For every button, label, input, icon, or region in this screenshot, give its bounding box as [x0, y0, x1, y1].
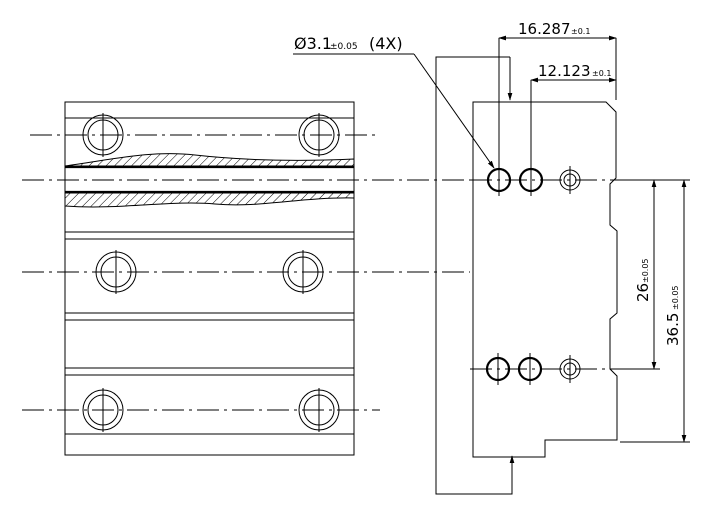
- callout-leader: [413, 53, 495, 169]
- hole-mid-right: [282, 250, 324, 294]
- hole-bottom-left: [82, 388, 124, 432]
- small-hole-lower: [559, 355, 581, 383]
- hole-top-right: [298, 113, 340, 157]
- dim-right-2-value: 36.5: [664, 313, 682, 346]
- hole-callout-tol: ±0.05: [330, 42, 358, 52]
- left-view-outline: [64, 101, 355, 456]
- hole-top-left: [82, 113, 124, 157]
- pin-hole-upper-2: [518, 164, 544, 196]
- pin-hole-lower-1: [485, 353, 511, 385]
- dim-top-1-value: 16.287: [518, 20, 571, 38]
- hole-mid-left: [95, 250, 137, 294]
- dim-right-2-tol: ±0.05: [671, 285, 680, 310]
- dim-right-1-value: 26: [634, 283, 652, 302]
- right-view: [435, 56, 620, 495]
- plate-outline: [472, 101, 618, 458]
- dim-top-1-tol: ±0.1: [571, 27, 590, 36]
- dim-top-2-value: 12.123: [538, 62, 591, 80]
- dimensions: Ø3.1 ±0.05 (4X) 16.287 ±0.1 12.123 ±0.1 …: [293, 20, 690, 443]
- hole-callout-count: (4X): [369, 34, 403, 53]
- hole-bottom-right: [298, 388, 340, 432]
- fixture-outline: [435, 56, 513, 495]
- pin-hole-upper-1: [486, 164, 512, 196]
- section-hatch-top: [64, 153, 355, 167]
- section-hatch-bottom: [64, 192, 355, 208]
- small-hole-upper: [559, 166, 581, 194]
- dim-right-1-tol: ±0.05: [641, 258, 650, 283]
- pin-hole-lower-2: [517, 353, 543, 385]
- dim-top-2-tol: ±0.1: [592, 69, 611, 78]
- left-view: [22, 101, 470, 456]
- hole-callout-main: Ø3.1: [294, 34, 332, 53]
